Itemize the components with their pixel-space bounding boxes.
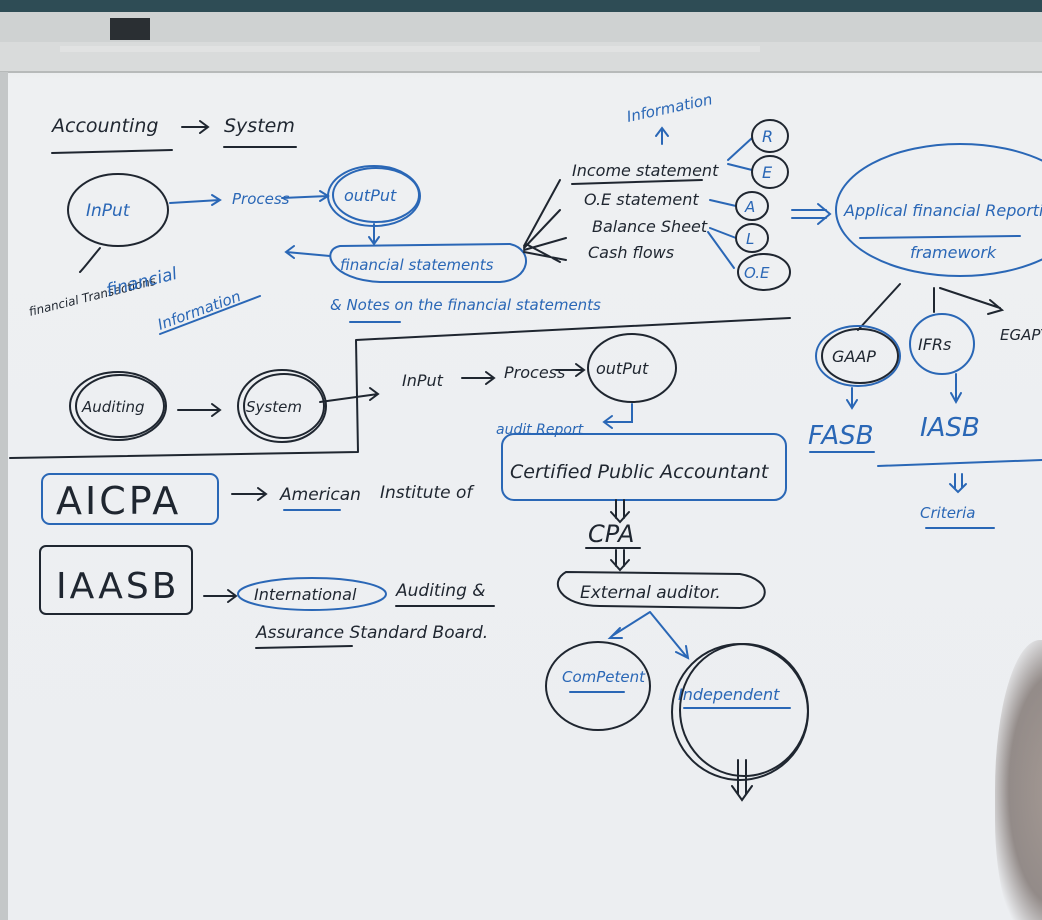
board-frame-left (0, 72, 8, 920)
external-auditor-label: External auditor. (580, 583, 721, 603)
certified-label: Certified Public Accountant (510, 461, 770, 483)
audit-output-label: outPut (596, 359, 649, 378)
process-label: Process (232, 190, 290, 208)
statement-item-2: Balance Sheet (592, 217, 708, 236)
iaasb-box (39, 545, 193, 615)
letter-e: E (762, 163, 773, 182)
gaap-label: GAAP (832, 347, 876, 366)
fasb-label: FASB (808, 421, 874, 451)
auditing-label: Auditing (81, 398, 145, 416)
competent-label: ComPetent (562, 668, 646, 686)
framework-subtitle: framework (910, 243, 997, 262)
ifrs-label: IFRs (918, 335, 951, 354)
letter-a: A (744, 198, 755, 216)
international-oval (237, 577, 387, 611)
system-title: System (224, 115, 295, 137)
notes-label: & Notes on the financial statements (330, 296, 601, 314)
wall (0, 0, 1042, 12)
letter-r: R (762, 127, 773, 146)
iasb-label: IASB (920, 413, 980, 443)
oe-circle (737, 253, 791, 291)
gaap-circle (815, 325, 901, 387)
independent-label: Independent (678, 685, 780, 704)
framework-title: Applical financial Reporting (843, 201, 1042, 220)
tray-clip (110, 18, 150, 40)
international-label: International (254, 585, 357, 604)
certified-box (501, 433, 787, 501)
r-circle (751, 119, 789, 153)
a-circle (735, 191, 769, 221)
audit-input-label: InPut (402, 371, 444, 390)
audit-system-label: System (246, 398, 302, 416)
american-label: American (279, 485, 361, 505)
audit-system-circle (237, 369, 327, 443)
auditing-and-label: Auditing & (395, 581, 486, 601)
institute-label: Institute of (380, 483, 475, 503)
information-label: Information (625, 90, 714, 126)
statement-item-3: Cash flows (588, 243, 674, 262)
output-label: outPut (344, 186, 397, 205)
input-label: InPut (86, 201, 131, 221)
accounting-title: Accounting (50, 115, 158, 137)
framework-oval (835, 143, 1042, 277)
external-auditor-cloud (556, 570, 766, 610)
fin-information-label-2: Information (155, 287, 243, 334)
audit-output-circle (587, 333, 677, 403)
assurance-label: Assurance Standard Board. (255, 623, 488, 643)
auditing-circle (69, 371, 167, 441)
aicpa-box (41, 473, 219, 525)
cpa-label: CPA (588, 520, 634, 548)
board-tray (0, 12, 1042, 42)
audit-process-label: Process (504, 363, 565, 382)
ifrs-circle (909, 313, 975, 375)
statement-item-0: Income statement (572, 161, 719, 180)
statement-item-1: O.E statement (584, 190, 699, 209)
iaasb-abbr: IAASB (56, 566, 179, 607)
etc-label: EGAPT (1000, 326, 1042, 344)
fin-information-label-1: financial (104, 264, 179, 301)
competent-circle (545, 641, 651, 731)
letter-l: L (746, 230, 754, 248)
fin-statements-label: financial statements (340, 256, 494, 274)
letter-oe: O.E (744, 264, 770, 282)
input-circle (67, 173, 169, 247)
criteria-label: Criteria (920, 504, 975, 522)
l-circle (735, 223, 769, 253)
aicpa-abbr: AICPA (56, 479, 181, 523)
e-circle (751, 155, 789, 189)
